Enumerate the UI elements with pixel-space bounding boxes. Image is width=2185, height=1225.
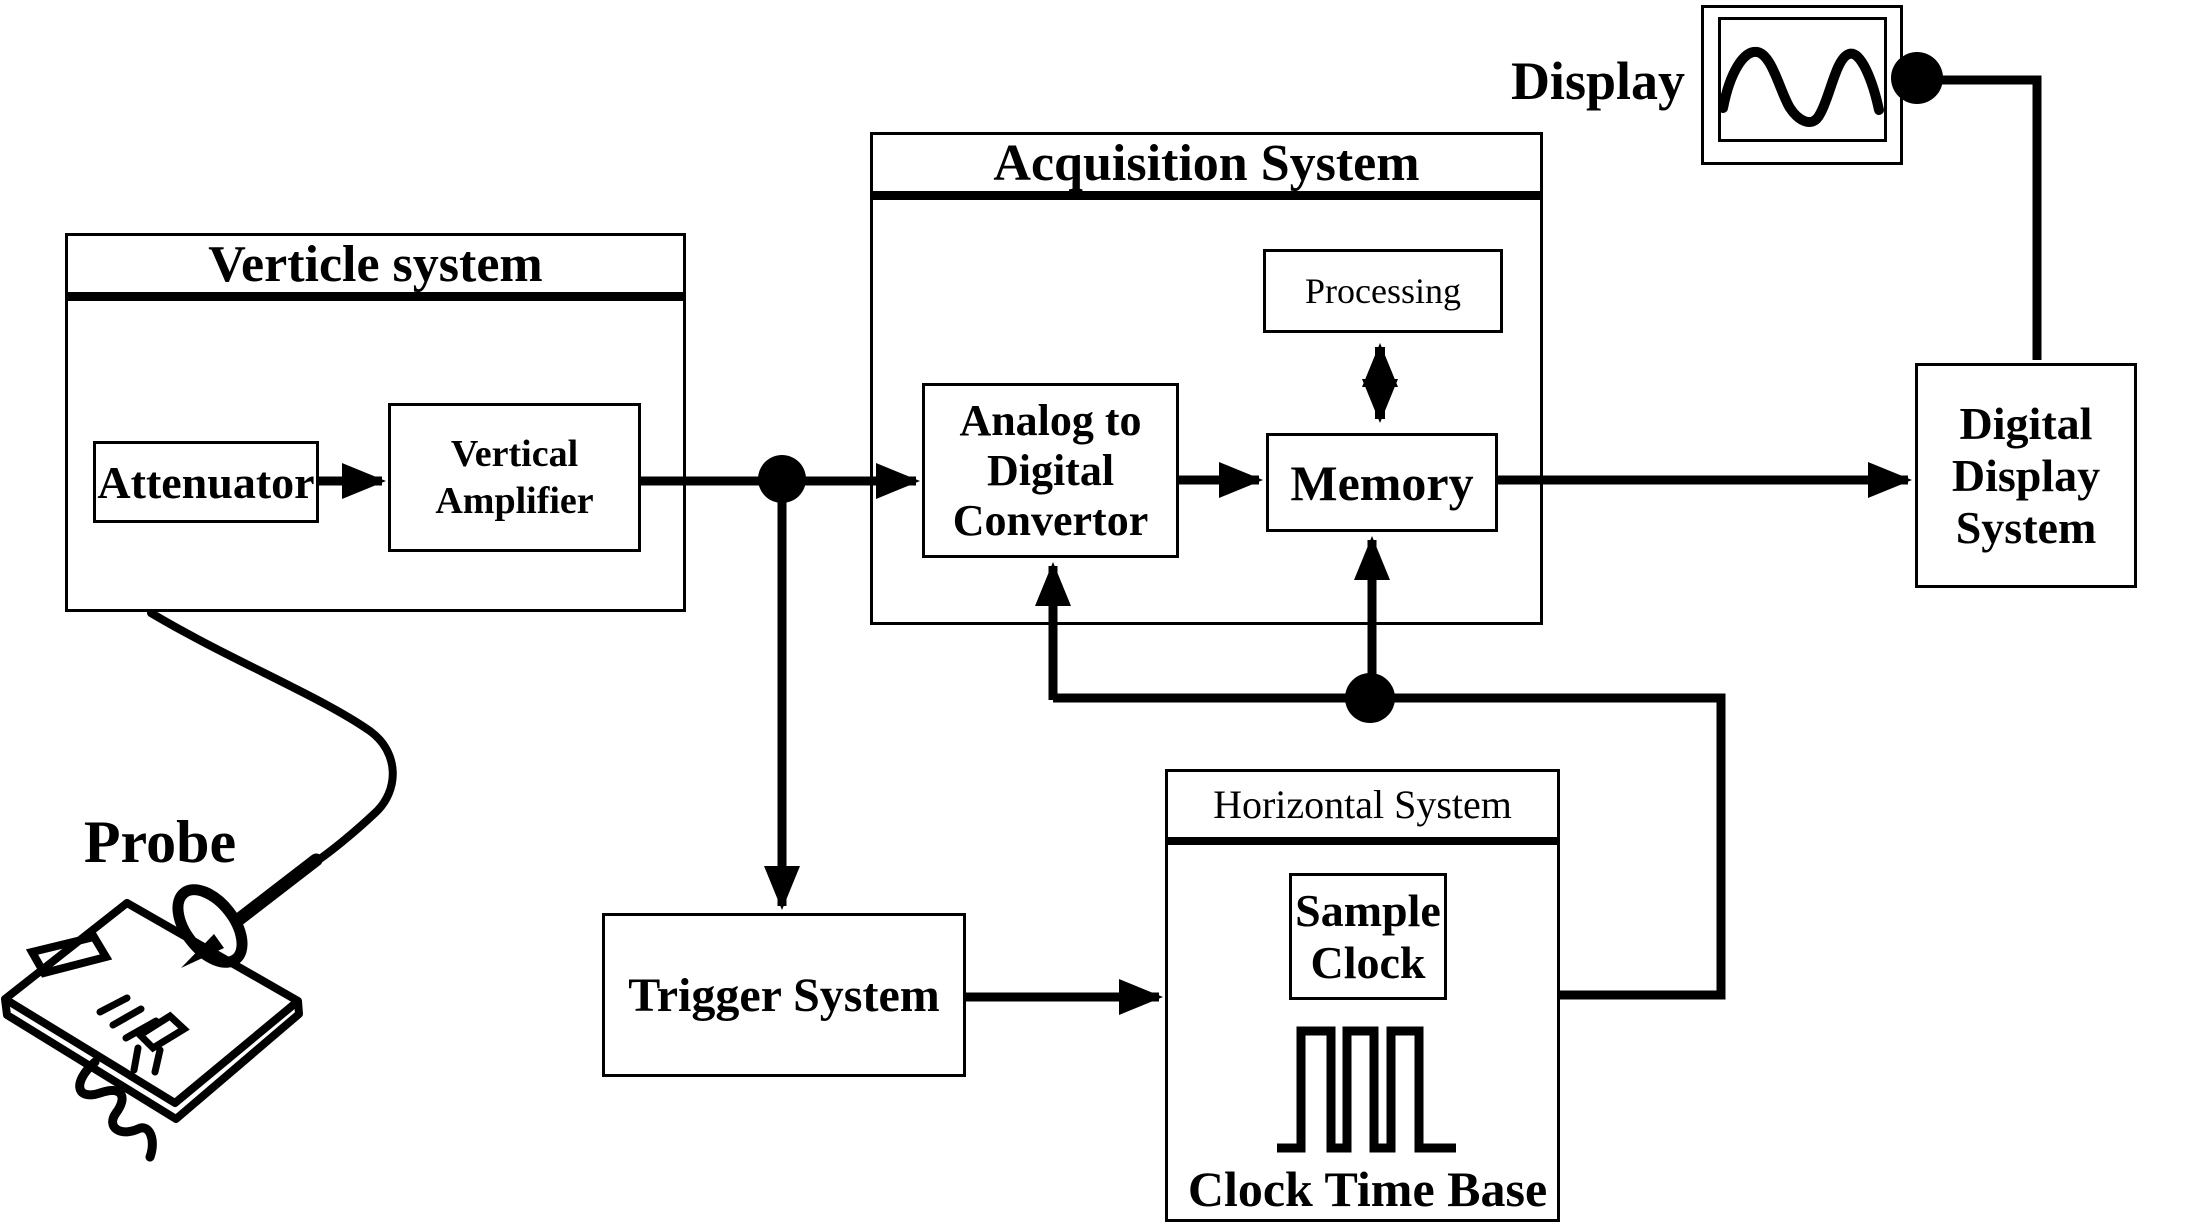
display-screen [1718, 17, 1887, 142]
probe-label-text: Probe [83, 809, 237, 875]
junction-dot-signal [758, 455, 806, 503]
processing-box: Processing [1263, 249, 1503, 333]
dds-to-display-wire [1917, 75, 2042, 360]
board-component-scribbles [96, 994, 164, 1076]
trigger-system-text: Trigger System [628, 968, 940, 1022]
display-monitor-box [1701, 5, 1903, 165]
horizontal-system-title-text: Horizontal System [1213, 782, 1512, 827]
adc-line1: Analog to [959, 395, 1142, 445]
vertical-amplifier-line2: Amplifier [435, 479, 594, 522]
processing-label: Processing [1266, 252, 1500, 330]
sample-clock-line1: Sample [1295, 884, 1441, 936]
probe-label: Probe [75, 808, 245, 877]
acquisition-system-title-text: Acquisition System [993, 134, 1420, 192]
display-label-text: Display [1510, 51, 1685, 111]
display-label: Display [1450, 50, 1685, 112]
probe-board-face [1, 899, 302, 1107]
acquisition-system-box: Acquisition System [870, 132, 1543, 625]
clock-time-base-label: Clock Time Base [1180, 1160, 1555, 1218]
adc-line2: Digital [986, 445, 1115, 495]
probe-grip-ring [172, 884, 248, 968]
dds-line2: Display [1951, 449, 2101, 501]
digital-display-system-label: Digital Display System [1918, 366, 2134, 585]
adc-label: Analog to Digital Convertor [925, 386, 1176, 555]
ground-wire-squiggle [75, 1057, 157, 1162]
junction-dot-display [1891, 52, 1943, 104]
dds-line1: Digital [1959, 397, 2093, 449]
probe-cable [147, 609, 397, 867]
sample-clock-line2: Clock [1310, 936, 1426, 988]
sample-clock-label: Sample Clock [1292, 876, 1444, 997]
trigger-system-box: Trigger System [602, 913, 966, 1077]
display-sine-waveform [1718, 47, 1884, 127]
sample-clock-box: Sample Clock [1289, 873, 1447, 1000]
attenuator-box: Attenuator [93, 441, 319, 523]
memory-box: Memory [1266, 433, 1498, 532]
memory-label: Memory [1269, 436, 1495, 529]
vertical-system-title: Verticle system [68, 236, 683, 301]
vertical-system-box: Verticle system [65, 233, 686, 612]
horizontal-system-title: Horizontal System [1168, 772, 1557, 845]
memory-text: Memory [1290, 454, 1474, 511]
horizontal-system-box: Horizontal System [1165, 769, 1560, 1222]
board-chip-2 [134, 1011, 190, 1053]
vertical-amplifier-line1: Vertical [450, 432, 579, 475]
vertical-amplifier-box: Vertical Amplifier [388, 403, 641, 552]
adc-box: Analog to Digital Convertor [922, 383, 1179, 558]
vertical-system-title-text: Verticle system [208, 235, 543, 293]
trigger-system-label: Trigger System [605, 916, 963, 1074]
adc-line3: Convertor [952, 495, 1149, 545]
attenuator-text: Attenuator [97, 456, 315, 508]
board-chip-1 [25, 932, 113, 978]
processing-text: Processing [1305, 271, 1461, 311]
clock-time-base-text: Clock Time Base [1187, 1161, 1548, 1217]
probe-tip [181, 934, 224, 968]
digital-display-system-box: Digital Display System [1915, 363, 2137, 588]
attenuator-label: Attenuator [96, 444, 316, 520]
clock-square-waveform [1277, 1026, 1456, 1153]
probe-board-edge [1, 998, 303, 1123]
vertical-amplifier-label: Vertical Amplifier [391, 406, 638, 549]
acquisition-system-title: Acquisition System [873, 135, 1540, 200]
dds-line3: System [1955, 501, 2097, 553]
